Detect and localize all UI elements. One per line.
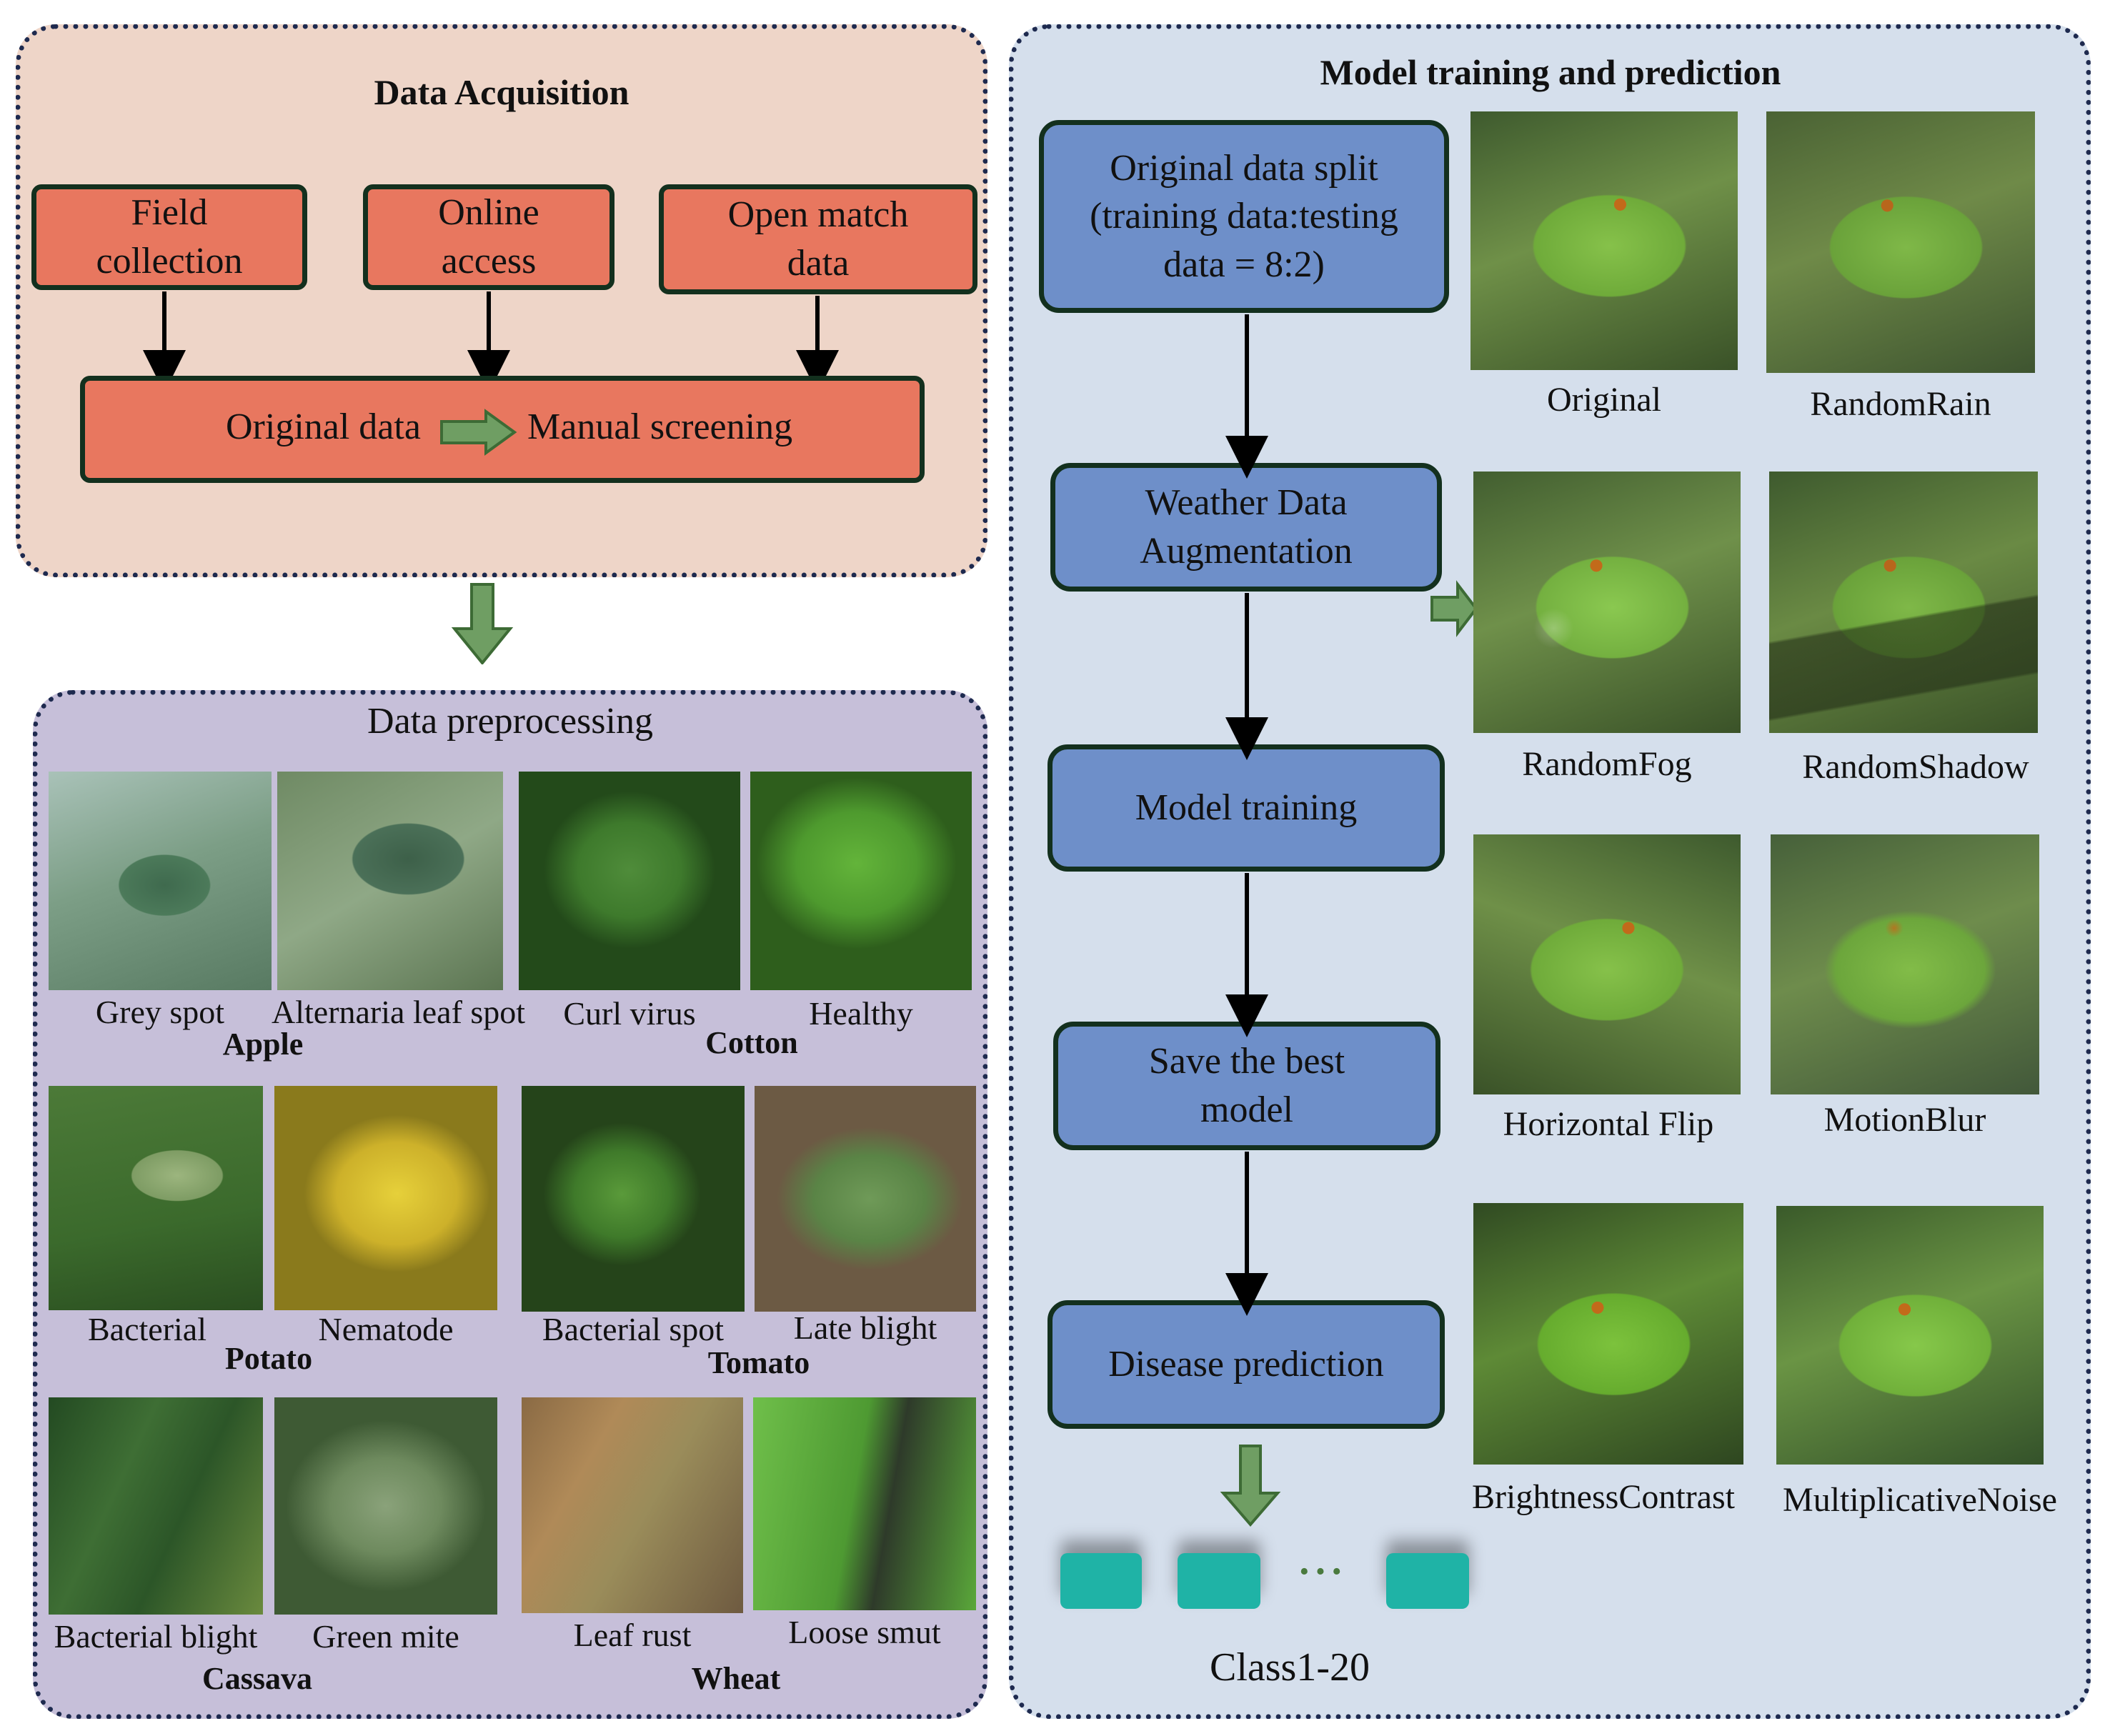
aug-brightnesscontrast-photo: [1473, 1203, 1743, 1465]
crop-potato: Potato: [224, 1341, 313, 1376]
open-match-data-box: Open match data: [659, 184, 977, 294]
crop-apple: Apple: [222, 1027, 304, 1062]
aug-label-randomfog: RandomFog: [1522, 745, 1692, 783]
aug-randomrain-photo: [1766, 111, 2035, 373]
label-bacterial-blight: Bacterial blight: [54, 1618, 258, 1655]
training-arrows: [1220, 314, 1478, 1527]
label-grey-spot: Grey spot: [95, 994, 225, 1030]
label-curl-virus: Curl virus: [563, 995, 696, 1032]
class-box-1: [1060, 1553, 1142, 1609]
wheat-loose-smut-photo: [753, 1397, 976, 1610]
aug-label-original: Original: [1547, 381, 1661, 419]
aug-label-multiplicativenoise: MultiplicativeNoise: [1783, 1481, 2057, 1519]
aug-label-motionblur: MotionBlur: [1823, 1101, 1986, 1139]
cassava-bacterial-blight-photo: [49, 1397, 263, 1615]
original-data-label: Original data: [226, 406, 421, 447]
apple-grey-spot-photo: [49, 772, 272, 990]
class-ellipsis: ···: [1297, 1550, 1347, 1594]
class-box-2: [1178, 1553, 1260, 1609]
cotton-healthy-photo: [750, 772, 972, 990]
data-preprocessing-title: Data preprocessing: [367, 701, 653, 742]
data-acquisition-panel: [16, 24, 987, 577]
tomato-bacterial-spot-photo: [522, 1086, 745, 1312]
apple-alternaria-photo: [277, 772, 503, 990]
label-alternaria: Alternaria leaf spot: [272, 994, 526, 1030]
crop-tomato: Tomato: [707, 1345, 810, 1380]
aug-multiplicativenoise-photo: [1776, 1206, 2044, 1465]
label-green-mite: Green mite: [312, 1618, 459, 1655]
tomato-late-blight-photo: [755, 1086, 976, 1312]
aug-label-randomshadow: RandomShadow: [1802, 748, 2029, 786]
crop-cassava: Cassava: [201, 1661, 313, 1696]
disease-prediction-box: Disease prediction: [1047, 1300, 1445, 1429]
manual-screening-label: Manual screening: [527, 406, 793, 447]
predict-to-class-arrow: [1220, 1445, 1281, 1527]
class-box-20: [1386, 1553, 1469, 1609]
label-healthy: Healthy: [809, 995, 913, 1032]
cassava-green-mite-photo: [274, 1397, 497, 1615]
label-nematode: Nematode: [318, 1311, 454, 1347]
aug-label-horizontal-flip: Horizontal Flip: [1503, 1105, 1714, 1143]
cotton-curl-virus-photo: [519, 772, 740, 990]
crop-wheat: Wheat: [691, 1661, 781, 1696]
label-leaf-rust: Leaf rust: [573, 1617, 692, 1653]
aug-randomshadow-photo: [1769, 472, 2038, 733]
flow-green-arrow: [440, 409, 517, 456]
wheat-leaf-rust-photo: [522, 1397, 743, 1613]
weather-augmentation-box: Weather Data Augmentation: [1050, 463, 1442, 592]
online-access-box: Online access: [363, 184, 614, 290]
crop-cotton: Cotton: [705, 1025, 798, 1060]
aug-label-brightnesscontrast: BrightnessContrast: [1472, 1478, 1735, 1516]
acq-to-pre-arrow: [451, 583, 514, 664]
save-best-model-box: Save the best model: [1053, 1022, 1440, 1150]
acquisition-arrows: [143, 291, 839, 664]
aug-label-randomrain: RandomRain: [1810, 385, 1991, 423]
label-late-blight: Late blight: [793, 1310, 937, 1346]
aug-horizontal-flip-photo: [1473, 834, 1741, 1094]
label-bacterial: Bacterial: [87, 1311, 206, 1347]
classes-label: Class1-20: [1210, 1645, 1370, 1690]
label-loose-smut: Loose smut: [788, 1614, 941, 1650]
field-collection-box: Field collection: [31, 184, 307, 290]
aug-randomfog-photo: [1473, 472, 1741, 733]
model-training-title: Model training and prediction: [1320, 52, 1781, 92]
data-split-box: Original data split (training data:testi…: [1039, 120, 1449, 313]
label-bacterial-spot: Bacterial spot: [542, 1311, 725, 1347]
aug-original-photo: [1470, 111, 1738, 370]
aug-motionblur-photo: [1771, 834, 2039, 1094]
potato-bacterial-photo: [49, 1086, 263, 1310]
potato-nematode-photo: [274, 1086, 497, 1310]
data-acquisition-title: Data Acquisition: [374, 72, 629, 112]
aug-green-arrow: [1430, 580, 1478, 637]
